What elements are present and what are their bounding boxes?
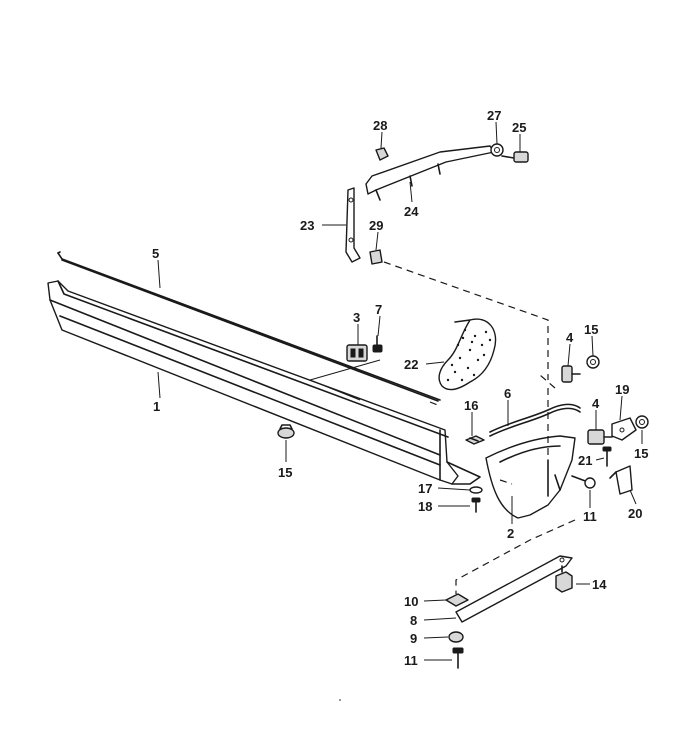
leader-lines	[157, 121, 643, 661]
part-foam-insert	[438, 318, 497, 391]
part-clip-4-upper	[561, 365, 581, 383]
part-grommet	[277, 424, 295, 439]
callout-9: 9	[410, 631, 417, 646]
callout-24: 24	[404, 204, 419, 219]
part-clip-10	[445, 593, 469, 607]
callout-7: 7	[375, 302, 382, 317]
callout-29: 29	[369, 218, 383, 233]
callout-5: 5	[152, 246, 159, 261]
callout-10: 10	[404, 594, 418, 609]
part-clip-29	[369, 249, 383, 265]
part-screw-18	[471, 497, 481, 513]
callout-labels: 5 1 3 7 22 15 16 6 17 18 2 4 15 4 19 15 …	[152, 108, 648, 668]
callout-8: 8	[410, 613, 417, 628]
part-nut-9	[448, 631, 464, 643]
callout-3: 3	[353, 310, 360, 325]
part-bolt-25	[501, 151, 529, 163]
callout-15-left: 15	[278, 465, 292, 480]
callout-19: 19	[615, 382, 629, 397]
callout-4-upper: 4	[566, 330, 574, 345]
callout-11-mid: 11	[583, 509, 597, 524]
callout-28: 28	[373, 118, 387, 133]
part-nut-upper	[586, 355, 600, 369]
part-screw-21	[602, 446, 612, 467]
part-bolt-14	[555, 565, 573, 593]
callout-15-upper: 15	[584, 322, 598, 337]
callout-20: 20	[628, 506, 642, 521]
callout-23: 23	[300, 218, 314, 233]
part-cable	[489, 403, 581, 437]
part-trim-rod	[57, 251, 441, 402]
part-screw-7	[372, 335, 383, 353]
callout-18: 18	[418, 499, 432, 514]
part-washer-17	[469, 486, 483, 494]
part-nut-right	[635, 415, 649, 429]
callout-14: 14	[592, 577, 607, 592]
callout-15-right: 15	[634, 446, 648, 461]
part-screw-11-bottom	[452, 647, 464, 669]
callout-27: 27	[487, 108, 501, 123]
part-washer-27	[490, 143, 504, 157]
part-strap	[455, 555, 573, 623]
callout-6: 6	[504, 386, 511, 401]
callout-22: 22	[404, 357, 418, 372]
part-clip	[346, 344, 368, 362]
callout-17: 17	[418, 481, 432, 496]
callout-4-lower: 4	[592, 396, 600, 411]
part-bolt-11	[571, 475, 596, 489]
callout-25: 25	[512, 120, 526, 135]
part-bracket-20	[609, 465, 633, 495]
callout-1: 1	[153, 399, 160, 414]
part-rocker-panel	[47, 280, 481, 485]
callout-21: 21	[578, 453, 592, 468]
part-clip-16	[465, 435, 485, 445]
callout-16: 16	[464, 398, 478, 413]
part-hanger-23	[345, 187, 361, 263]
part-end-cap	[485, 435, 576, 519]
part-bracket-19	[611, 417, 637, 441]
callout-11-bottom: 11	[404, 653, 418, 668]
callout-2: 2	[507, 526, 514, 541]
assembly-dashed-lines	[383, 261, 576, 594]
part-nut-28	[375, 147, 389, 161]
stray-mark	[339, 699, 341, 701]
part-clip-4-lower	[587, 429, 613, 445]
